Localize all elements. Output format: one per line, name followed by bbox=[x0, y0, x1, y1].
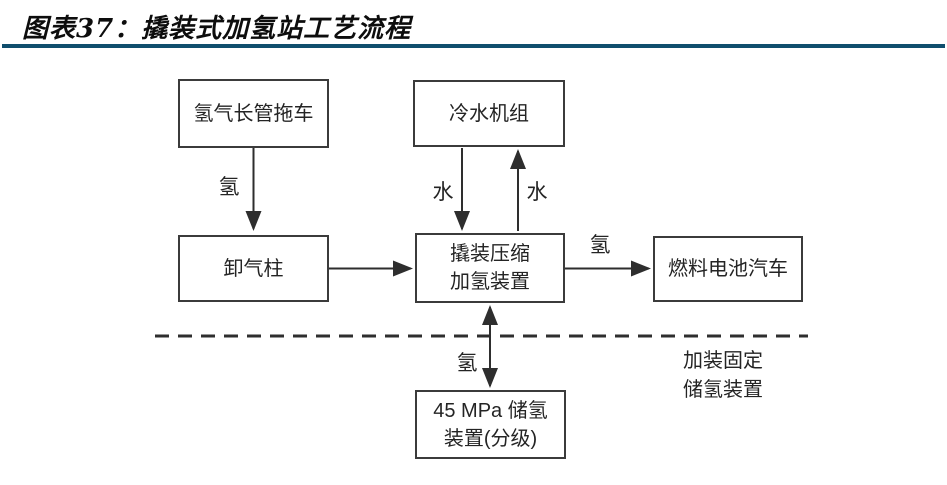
node-fuel-cell-vehicle: 燃料电池汽车 bbox=[653, 236, 803, 302]
node-label-line2: 装置(分级) bbox=[443, 427, 538, 450]
node-label: 氢气长管拖车 bbox=[193, 102, 314, 125]
node-label: 燃料电池汽车 bbox=[668, 258, 788, 280]
node-gas-unloading-column: 卸气柱 bbox=[178, 235, 329, 302]
flow-label-hydrogen-trailer-line: 氢 bbox=[216, 171, 242, 201]
title-underline-rule bbox=[2, 44, 945, 48]
flow-label-water-supply-line: 水 bbox=[430, 176, 456, 206]
flow-label-hydrogen-vehicle-line: 氢 bbox=[587, 229, 613, 259]
annotation-line2: 储氢装置 bbox=[683, 379, 763, 401]
node-label-line2: 加氢装置 bbox=[450, 271, 530, 293]
node-label: 冷水机组 bbox=[449, 102, 529, 125]
flow-label-water-return-line: 水 bbox=[524, 176, 550, 206]
node-skid-compression-refueling-unit: 撬装压缩 加氢装置 bbox=[415, 233, 565, 303]
fixed-storage-annotation: 加装固定 储氢装置 bbox=[668, 347, 778, 405]
node-label-line1: 撬装压缩 bbox=[450, 243, 530, 265]
figure-title: 图表37：撬装式加氢站工艺流程 bbox=[22, 14, 412, 44]
annotation-line1: 加装固定 bbox=[683, 350, 763, 372]
node-label: 卸气柱 bbox=[223, 257, 284, 280]
node-label-line1: 45 MPa 储氢 bbox=[433, 399, 548, 422]
node-45mpa-hydrogen-storage: 45 MPa 储氢 装置(分级) bbox=[415, 390, 566, 459]
node-hydrogen-tube-trailer: 氢气长管拖车 bbox=[178, 79, 329, 148]
node-chilled-water-unit: 冷水机组 bbox=[413, 80, 565, 147]
flow-label-hydrogen-storage-line: 氢 bbox=[454, 347, 480, 377]
